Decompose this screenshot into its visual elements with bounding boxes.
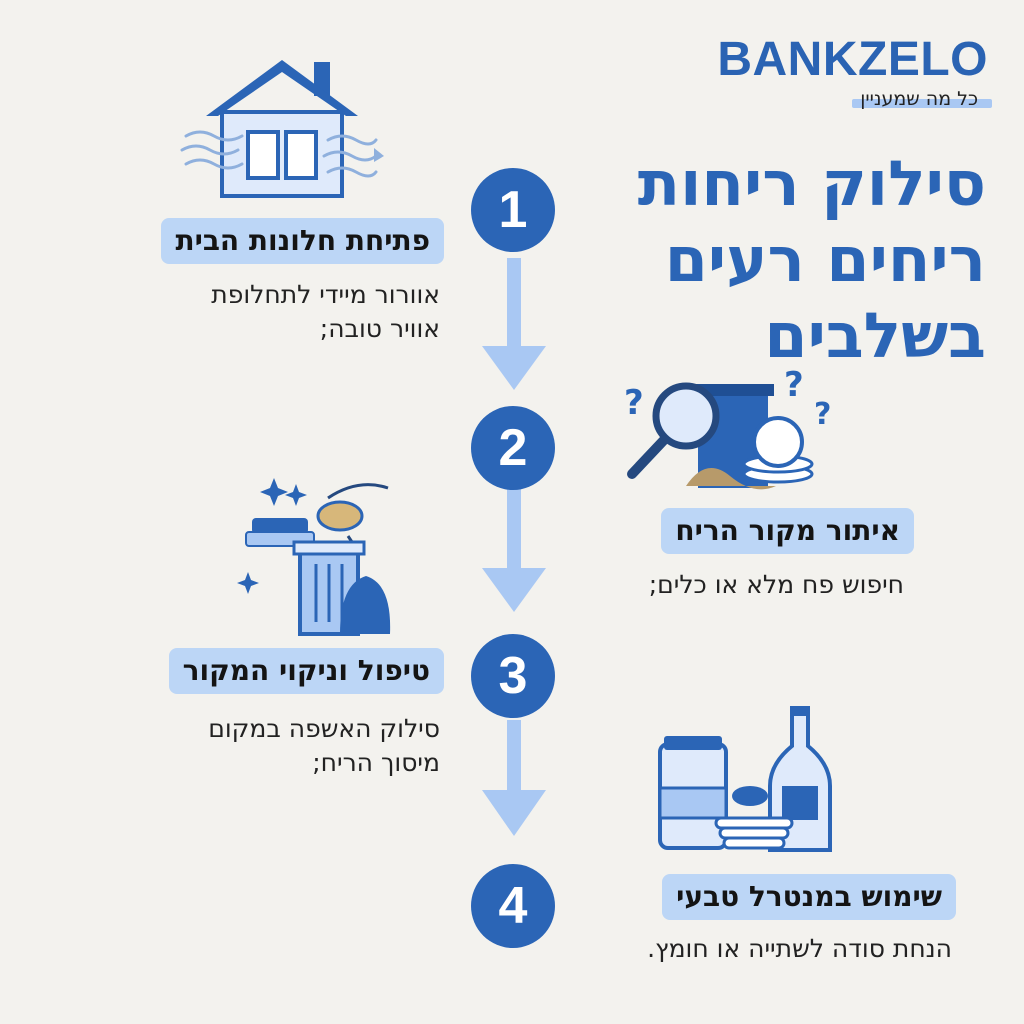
step-3-label: טיפול וניקוי המקור xyxy=(168,648,444,694)
svg-text:?: ? xyxy=(624,383,644,423)
cleaning-trash-icon xyxy=(237,478,391,636)
svg-text:?: ? xyxy=(814,397,831,432)
flow-arrows xyxy=(482,258,546,836)
step-1-label: פתיחת חלונות הבית xyxy=(161,218,444,264)
natural-neutralizer-icon xyxy=(658,706,832,852)
arrow-head-2 xyxy=(482,568,546,612)
arrow-head-1 xyxy=(482,346,546,390)
step-4-badge: 4 xyxy=(471,864,555,948)
page-title: סילוק ריחות ריחים רעים בשלבים xyxy=(638,146,986,374)
step-3-desc-line-2: מיסוך הריח; xyxy=(312,748,440,777)
title-line-2: ריחים רעים xyxy=(664,223,986,296)
step-1-desc-line-2: אוויר טובה; xyxy=(319,314,440,343)
step-4-label: שימוש במנטרל טבעי xyxy=(662,874,956,920)
step-4-desc-line-1: הנחת סודה לשתייה או חומץ. xyxy=(647,934,952,963)
brand-name: BANKZELO xyxy=(717,33,988,86)
step-1-badge: 1 xyxy=(471,168,555,252)
step-1-desc-line-1: אוורור מיידי לתחלופת xyxy=(211,280,440,309)
step-1-description: אוורור מיידי לתחלופת אוויר טובה; xyxy=(211,278,440,346)
step-2-description: חיפוש פח מלא או כלים; xyxy=(649,568,904,602)
title-line-3: בשלבים xyxy=(764,299,986,372)
arrow-shaft-2 xyxy=(507,482,521,588)
step-2-label: איתור מקור הריח xyxy=(661,508,914,554)
step-4-description: הנחת סודה לשתייה או חומץ. xyxy=(647,932,952,966)
step-3-desc-line-1: סילוק האשפה במקום xyxy=(208,714,440,743)
step-3-badge: 3 xyxy=(471,634,555,718)
brand: BANKZELO כל מה שמעניין xyxy=(717,33,992,110)
brand-tagline: כל מה שמעניין xyxy=(852,88,992,110)
arrow-shaft-1 xyxy=(507,258,521,366)
svg-text:?: ? xyxy=(784,365,804,405)
step-2-badge: 2 xyxy=(471,406,555,490)
house-window-icon xyxy=(180,60,384,198)
step-3-description: סילוק האשפה במקום מיסוך הריח; xyxy=(208,712,440,780)
arrow-head-3 xyxy=(482,790,546,836)
trash-search-icon: ? ? ? xyxy=(624,365,831,490)
arrow-shaft-3 xyxy=(507,720,521,808)
step-2-desc-line-1: חיפוש פח מלא או כלים; xyxy=(648,570,904,599)
title-line-1: סילוק ריחות xyxy=(637,147,986,220)
